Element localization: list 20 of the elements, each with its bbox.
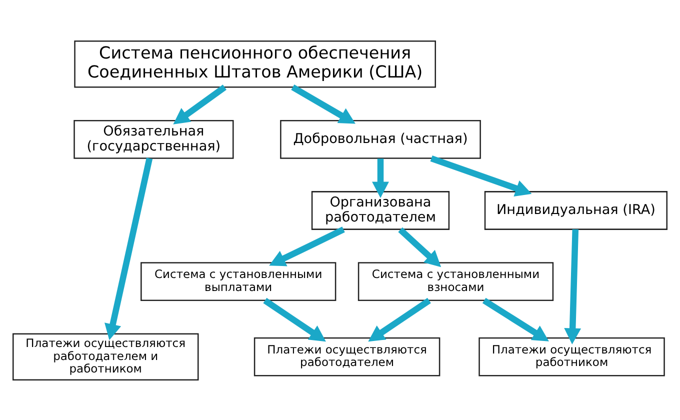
- arrow: [372, 158, 389, 198]
- arrow: [368, 297, 431, 342]
- node-box: Индивидуальная (IRA): [484, 190, 668, 230]
- node-box: Платежи осуществляются работником: [478, 336, 665, 376]
- arrow: [263, 297, 326, 342]
- arrow: [564, 228, 582, 344]
- node-box: Платежи осуществляются работодателем и работником: [12, 332, 199, 380]
- node-box: Добровольная (частная): [280, 119, 481, 158]
- arrow: [269, 226, 345, 266]
- arrow: [430, 154, 532, 196]
- node-box: Организована работодателем: [311, 190, 450, 230]
- node-box: Система с установленными взносами: [358, 262, 554, 301]
- node-box: Обязательная (государственная): [74, 119, 234, 158]
- node-box: Система с установленными выплатами: [140, 262, 336, 301]
- arrow: [482, 297, 549, 341]
- node-box: Платежи осуществляются работодателем: [254, 336, 440, 376]
- arrow: [173, 84, 226, 124]
- arrow: [291, 84, 356, 124]
- arrow: [104, 157, 153, 340]
- node-box: Система пенсионного обеспечения Соединенных Штатов Америки (США): [74, 40, 436, 88]
